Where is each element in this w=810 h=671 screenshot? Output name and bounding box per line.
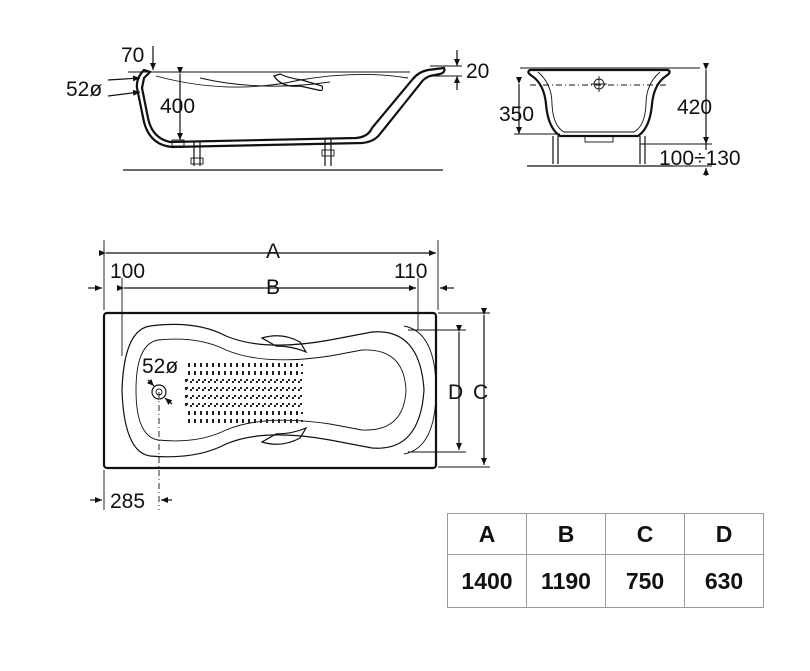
end-view: 350 420 100÷130 (499, 63, 741, 176)
side-inner-curve (155, 73, 409, 88)
plan-outlet-label: 52ø (142, 355, 178, 378)
table-cell: 750 (605, 554, 685, 608)
plan-basin-inner (135, 338, 407, 442)
table-cell: 1190 (526, 554, 606, 608)
anti-slip-pattern (185, 363, 303, 423)
dimensions-table: A B C D 1400 1190 750 630 (447, 513, 764, 608)
table-row: 1400 1190 750 630 (447, 554, 764, 608)
table-header-row: A B C D (447, 513, 764, 555)
grip-handle (273, 73, 324, 92)
plan-view: 52ø A B 100 110 D C 285 (88, 240, 490, 513)
table-header-cell: B (526, 513, 606, 555)
side-legs (171, 138, 335, 166)
dim-400-label: 400 (160, 95, 195, 118)
dim-20-label: 20 (466, 60, 489, 83)
table-header-cell: C (605, 513, 685, 555)
side-tub-outline (135, 66, 446, 149)
table-header-cell: D (684, 513, 764, 555)
dim-420-label: 420 (677, 96, 712, 119)
end-inner (537, 71, 661, 133)
plan-backrest (403, 325, 437, 455)
table-header-cell: A (447, 513, 527, 555)
dim-350-label: 350 (499, 103, 534, 126)
plan-grip-top (260, 335, 308, 354)
plan-basin-outer (121, 323, 425, 458)
dim-B-label: B (266, 276, 280, 299)
dim-C-label: C (473, 381, 488, 404)
dim-A-label: A (266, 240, 280, 263)
dim-285-label: 285 (110, 490, 145, 513)
dim-110-label: 110 (394, 260, 427, 283)
dim-leg-adjust-label: 100÷130 (659, 147, 741, 170)
side-view: 70 52ø 400 20 (66, 44, 489, 171)
dim-100-label: 100 (110, 260, 145, 283)
dim-70-label: 70 (121, 44, 144, 67)
table-cell: 630 (684, 554, 764, 608)
overflow-symbol (591, 76, 607, 92)
end-tub-outline (527, 68, 671, 138)
dim-D-label: D (448, 381, 463, 404)
plan-grip-bottom (260, 426, 308, 445)
dim-outlet-label: 52ø (66, 78, 102, 101)
table-cell: 1400 (447, 554, 527, 608)
